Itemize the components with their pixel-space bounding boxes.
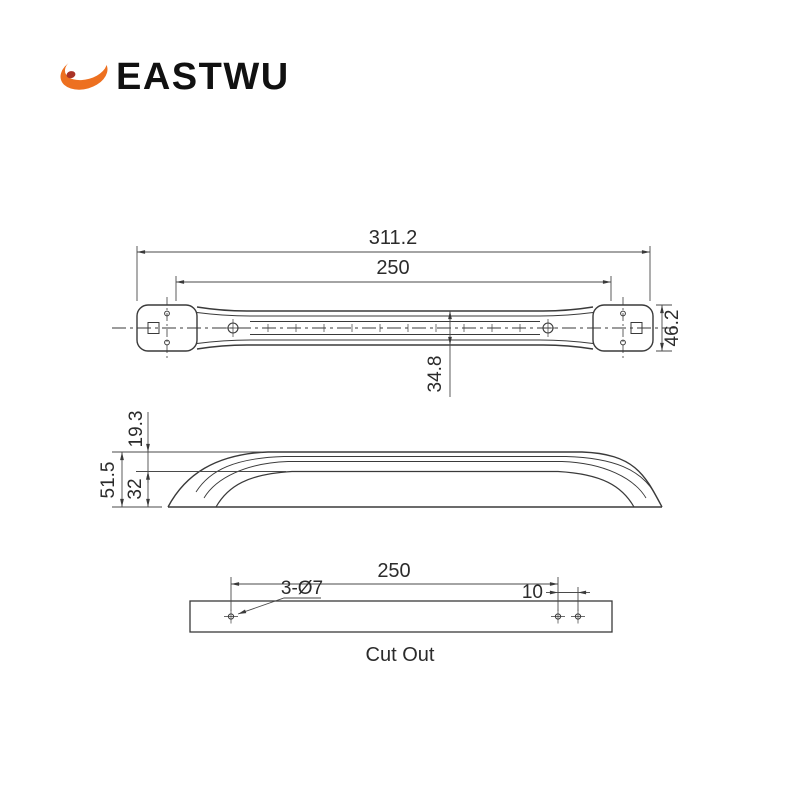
end-cap-left-pin-bottom bbox=[164, 339, 170, 346]
dim-overall-height-label: 51.5 bbox=[98, 462, 119, 499]
cutout-dimensions bbox=[230, 577, 590, 615]
end-cap-right-pin-top bbox=[620, 310, 626, 317]
brand-name: EASTWU bbox=[116, 56, 290, 98]
handle-bar-outline bbox=[196, 306, 594, 350]
dim-overall-length-label: 311.2 bbox=[369, 227, 418, 249]
end-cap-left-pin-top bbox=[164, 310, 170, 317]
dim-bar-width-label: 34.8 bbox=[425, 356, 446, 393]
dim-end-cap-width-label: 46.2 bbox=[662, 310, 683, 347]
dim-spacing-extensions bbox=[175, 276, 612, 301]
end-cap-right-pin-bottom bbox=[620, 339, 626, 346]
outer-profile bbox=[167, 451, 663, 508]
inner-profile bbox=[215, 470, 635, 508]
cutout-hole-left bbox=[224, 609, 238, 624]
side-view-dimensions bbox=[112, 412, 286, 508]
dim-capwidth-extensions bbox=[656, 304, 672, 352]
cutout-hole-right-2 bbox=[571, 609, 585, 624]
cutout-caption: Cut Out bbox=[366, 644, 435, 666]
cutout-view bbox=[189, 600, 613, 633]
contour-line-1 bbox=[195, 456, 655, 493]
dim-grip-thickness-label: 19.3 bbox=[126, 411, 147, 448]
brand-logo-mark bbox=[60, 53, 108, 90]
dim-overall-extensions bbox=[136, 246, 651, 301]
bar-tick-marks bbox=[267, 324, 521, 332]
dim-mount-spacing-label: 250 bbox=[376, 257, 409, 279]
contour-line-2 bbox=[203, 461, 647, 499]
end-cap-left-slot bbox=[147, 322, 160, 334]
side-view bbox=[167, 451, 663, 508]
cutout-outline bbox=[189, 600, 613, 633]
dim-cutout-spacing-label: 250 bbox=[377, 560, 410, 582]
hole-spec-label: 3-Ø7 bbox=[281, 578, 323, 599]
logo-dot bbox=[66, 71, 76, 79]
top-view bbox=[112, 297, 676, 359]
logo-crescent-cut bbox=[64, 53, 107, 81]
hole-spec-leader bbox=[237, 597, 321, 615]
top-view-dimensions bbox=[136, 246, 672, 397]
cutout-hole-right-1 bbox=[551, 609, 565, 624]
brand-logo: EASTWU bbox=[60, 53, 290, 98]
end-cap-details bbox=[147, 297, 643, 359]
mount-screw-left bbox=[224, 319, 242, 337]
mount-screw-right bbox=[539, 319, 557, 337]
dim-edge-offset-label: 10 bbox=[522, 582, 543, 603]
end-cap-right-slot bbox=[630, 322, 643, 334]
dim-base-height-label: 32 bbox=[125, 478, 146, 499]
